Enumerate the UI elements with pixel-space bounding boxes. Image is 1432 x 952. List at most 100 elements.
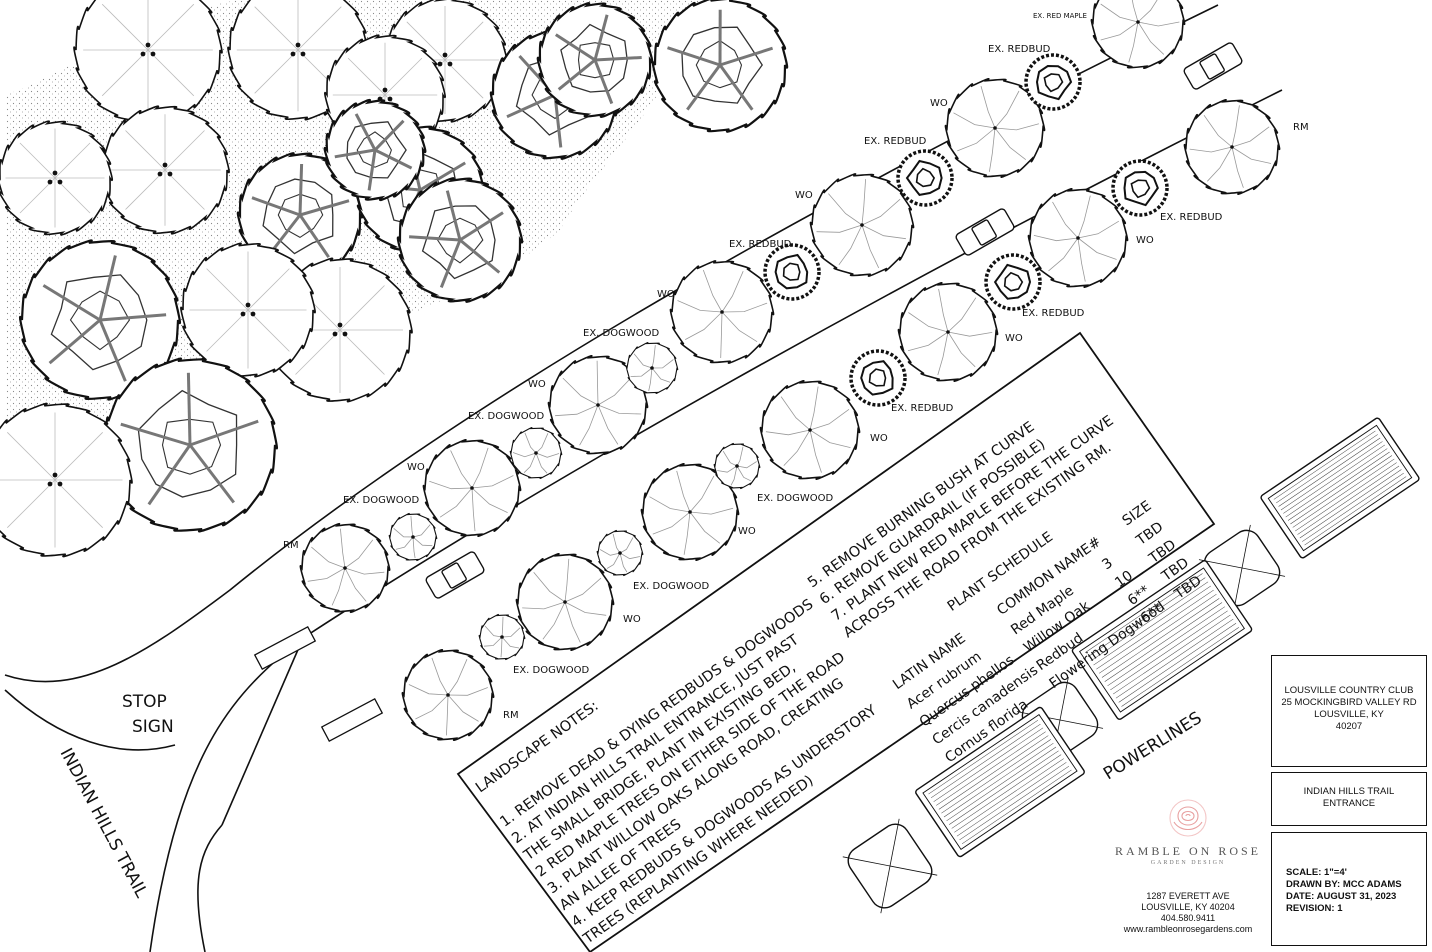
- allee-trees: [299, 0, 1281, 742]
- date-text: DATE: AUGUST 31, 2023: [1286, 891, 1397, 902]
- powerline-pad: [915, 706, 1085, 858]
- tree-label: EX. REDBUD: [1160, 212, 1223, 223]
- tree-label: EX. REDBUD: [988, 44, 1051, 55]
- redbud-tree: [984, 253, 1042, 311]
- willow-oak-tree: [1090, 0, 1186, 69]
- woodland-tree: [323, 98, 427, 202]
- firm-tagline: GARDEN DESIGN: [1150, 860, 1226, 866]
- project-title-1: INDIAN HILLS TRAIL: [1303, 786, 1395, 797]
- stop-sign-label: STOP SIGN: [122, 692, 174, 737]
- client-street: 25 MOCKINGBIRD VALLEY RD: [1281, 697, 1417, 708]
- client-city: LOUSVILLE, KY: [1314, 709, 1384, 720]
- existing-woodland-trees: [0, 0, 789, 558]
- woodland-tree: [100, 105, 230, 235]
- tree-label: WO: [795, 190, 813, 201]
- willow-oak-tree: [422, 439, 522, 537]
- tree-label: WO: [1136, 235, 1154, 246]
- tree-label: WO: [870, 433, 888, 444]
- dogwood-tree: [596, 529, 644, 577]
- dogwood-tree: [388, 512, 438, 562]
- redbud-tree: [849, 349, 907, 407]
- tree-label: EX. REDBUD: [729, 239, 792, 250]
- dogwood-tree: [509, 427, 563, 479]
- revision-text: REVISION: 1: [1286, 903, 1343, 914]
- powerlines-label: POWERLINES: [1100, 708, 1205, 784]
- parked-cars: [425, 42, 1243, 599]
- car-2-icon: [955, 208, 1015, 256]
- tree-label: WO: [930, 98, 948, 109]
- redbud-tree: [1111, 159, 1169, 217]
- project-title-2: ENTRANCE: [1322, 798, 1376, 809]
- client-zip: 40207: [1335, 721, 1363, 732]
- tree-label: RM: [1293, 122, 1309, 133]
- powerline-pad: [842, 818, 938, 914]
- powerline-pads: [842, 417, 1420, 914]
- tree-label: EX. REDBUD: [864, 136, 927, 147]
- sign-label: SIGN: [132, 717, 174, 737]
- tree-label: WO: [657, 289, 675, 300]
- drawn-by-text: DRAWN BY: McC ADAMS: [1286, 879, 1402, 890]
- powerline-pad: [1071, 560, 1253, 720]
- tree-label: EX. DOGWOOD: [343, 495, 419, 506]
- red-maple-tree: [299, 522, 391, 614]
- redbud-tree: [1024, 53, 1082, 111]
- scale-text: SCALE: 1"=4': [1286, 867, 1347, 878]
- rose-logo-icon: [1169, 799, 1207, 837]
- woodland-tree: [0, 120, 114, 236]
- car-3-icon: [425, 551, 485, 599]
- tree-label: WO: [528, 379, 546, 390]
- willow-oak-tree: [669, 260, 775, 364]
- woodland-tree: [651, 0, 789, 133]
- tree-label: EX. DOGWOOD: [513, 665, 589, 676]
- red-maple-tree: [401, 648, 495, 742]
- willow-oak-tree: [809, 173, 915, 277]
- tree-label: EX. REDBUD: [891, 403, 954, 414]
- willow-oak-tree: [1027, 188, 1129, 288]
- tree-label: WO: [1005, 333, 1023, 344]
- title-block-project: INDIAN HILLS TRAIL ENTRANCE: [1271, 772, 1427, 826]
- woodland-tree: [101, 357, 279, 533]
- firm-street: 1287 EVERETT AVE: [1146, 891, 1230, 901]
- firm-city: LOUSVILLE, KY 40204: [1141, 902, 1235, 912]
- redbud-tree: [896, 149, 954, 207]
- tree-label: EX. DOGWOOD: [757, 493, 833, 504]
- woodland-tree: [536, 2, 654, 118]
- woodland-tree: [0, 402, 133, 558]
- tree-labels: EX. RED MAPLE EX. REDBUD WO EX. REDBUD WO EX.…: [283, 12, 1309, 721]
- indian-hills-trail-label: INDIAN HILLS TRAIL: [56, 745, 152, 902]
- willow-oak-tree: [897, 282, 999, 382]
- side-road-edge: [4, 689, 176, 751]
- dogwood-tree: [478, 613, 526, 661]
- firm-name: RAMBLE ON ROSE: [1114, 844, 1261, 858]
- stop-label: STOP: [122, 692, 167, 712]
- willow-oak-tree: [515, 553, 615, 651]
- main-road-south-edge: [149, 89, 1283, 952]
- willow-oak-tree: [547, 355, 649, 455]
- dogwood-tree: [625, 342, 679, 394]
- tree-label: WO: [407, 462, 425, 473]
- firm-phone: 404.580.9411: [1160, 913, 1216, 923]
- car-1-icon: [1183, 42, 1243, 90]
- woodland-tree: [180, 242, 316, 378]
- title-block-info: SCALE: 1"=4' DRAWN BY: McC ADAMS DATE: A…: [1271, 832, 1427, 946]
- tree-label: EX. DOGWOOD: [633, 581, 709, 592]
- tree-label: EX. DOGWOOD: [583, 328, 659, 339]
- willow-oak-tree: [944, 78, 1046, 178]
- redbud-tree: [763, 243, 821, 301]
- tree-label: EX. REDBUD: [1022, 308, 1085, 319]
- woodland-tree: [73, 0, 223, 125]
- tree-label: WO: [623, 614, 641, 625]
- red-maple-tree: [1183, 99, 1281, 195]
- woodland-tree: [396, 177, 524, 303]
- firm-website: www.rambleonrosegardens.com: [1123, 924, 1253, 934]
- tree-label: RM: [503, 710, 519, 721]
- willow-oak-tree: [640, 463, 740, 561]
- tree-label: EX. RED MAPLE: [1033, 12, 1087, 20]
- firm-branding: RAMBLE ON ROSE GARDEN DESIGN 1287 EVERET…: [1098, 844, 1278, 935]
- tree-label: WO: [738, 526, 756, 537]
- powerline-pad: [1260, 417, 1420, 559]
- dogwood-tree: [713, 442, 761, 490]
- title-block-client: LOUSVILLE COUNTRY CLUB 25 MOCKINGBIRD VA…: [1271, 655, 1427, 767]
- indian-hills-trail-edge: [197, 824, 223, 952]
- bridge-rails: [253, 625, 384, 743]
